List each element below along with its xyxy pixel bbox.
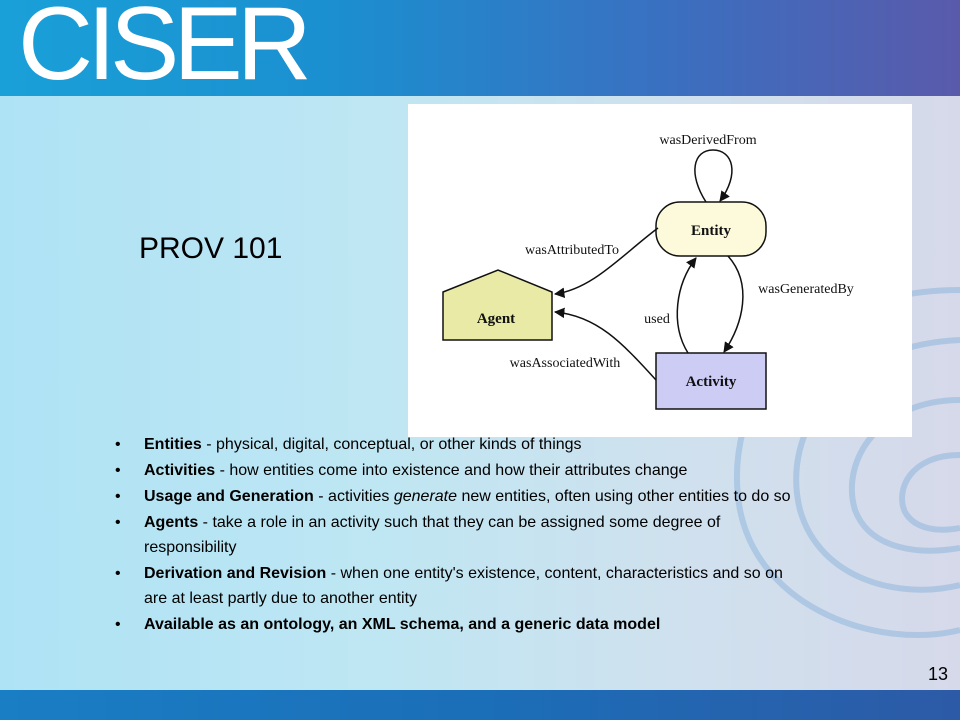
bullet-item: Derivation and Revision - when one entit… <box>110 561 800 611</box>
prov-diagram-svg: Entity Agent Activity wasDerivedFrom was… <box>442 133 854 410</box>
bullet-item: Entities - physical, digital, conceptual… <box>110 432 800 457</box>
edge-label-was-generated-by: wasGeneratedBy <box>758 282 854 297</box>
bullet-summary-text: Available as an ontology, an XML schema,… <box>144 616 661 633</box>
bullet-term: Derivation and Revision <box>144 565 327 582</box>
bullet-list: Entities - physical, digital, conceptual… <box>110 432 800 638</box>
footer-bar <box>0 690 960 720</box>
edge-was-derived-from <box>694 149 733 203</box>
bullet-item: Agents - take a role in an activity such… <box>110 510 800 560</box>
edge-was-associated-with <box>553 307 657 381</box>
activity-node <box>655 352 767 410</box>
edge-label-was-associated-with: wasAssociatedWith <box>510 356 621 371</box>
slide-title: PROV 101 <box>139 232 283 265</box>
page-number: 13 <box>928 664 949 684</box>
bullet-term: Agents <box>144 514 199 531</box>
bullet-text: - activities <box>313 488 394 505</box>
activity-node-label: Activity <box>686 374 737 390</box>
agent-node <box>442 269 553 341</box>
edge-was-generated-by <box>723 255 744 353</box>
entity-node-label: Entity <box>691 223 732 239</box>
edge-label-was-attributed-to: wasAttributedTo <box>525 243 619 258</box>
ciser-logo: CISER <box>18 0 312 102</box>
edge-label-was-derived-from: wasDerivedFrom <box>659 133 756 148</box>
edge-label-used: used <box>644 312 670 327</box>
bullet-emphasis: generate <box>393 488 458 505</box>
bullet-item: Activities - how entities come into exis… <box>110 458 800 483</box>
bullet-term: Activities <box>144 462 216 479</box>
bullet-term: Usage and Generation <box>144 488 314 505</box>
bullet-term: Entities <box>144 436 202 453</box>
bullet-item-summary: Available as an ontology, an XML schema,… <box>110 612 800 637</box>
edge-used <box>676 257 697 354</box>
bullet-text-continued: new entities, often using other entities… <box>457 488 791 505</box>
prov-diagram: Entity Agent Activity wasDerivedFrom was… <box>408 104 912 437</box>
edge-was-attributed-to <box>553 227 659 298</box>
header-banner: CISER <box>0 0 960 96</box>
bullet-text: - how entities come into existence and h… <box>215 462 688 479</box>
agent-node-label: Agent <box>477 311 515 327</box>
bullet-text: - when one entity's existence, content, … <box>144 565 783 607</box>
bullet-item: Usage and Generation - activities genera… <box>110 484 800 509</box>
bullet-text: - take a role in an activity such that t… <box>144 514 721 556</box>
bullet-text: - physical, digital, conceptual, or othe… <box>201 436 582 453</box>
